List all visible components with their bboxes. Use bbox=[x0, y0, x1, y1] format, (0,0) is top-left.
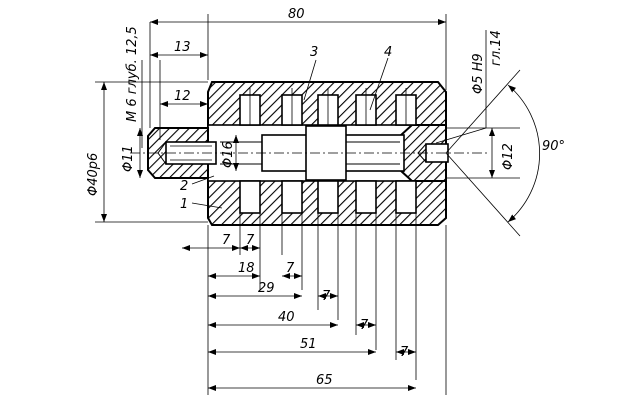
label-part-1: 1 bbox=[180, 197, 188, 212]
dim-pitch-a: 7 bbox=[222, 233, 231, 248]
dim-hole-5: Φ5 H9 bbox=[471, 53, 486, 94]
dim-thread: M 6 глуб. 12,5 bbox=[125, 26, 140, 122]
dim-pitch-f: 7 bbox=[400, 345, 409, 360]
dim-pitch-d: 7 bbox=[322, 289, 331, 304]
part-body bbox=[130, 81, 490, 226]
bottom-holes bbox=[239, 180, 417, 214]
dimension-text: 80 13 12 M 6 глуб. 12,5 Φ40p6 Φ11 Φ16 Φ1… bbox=[86, 7, 565, 388]
label-part-3: 3 bbox=[310, 45, 318, 60]
top-holes bbox=[239, 88, 417, 126]
dim-13: 13 bbox=[174, 40, 191, 55]
dim-dia-40: Φ40p6 bbox=[86, 153, 101, 196]
dim-29: 29 bbox=[258, 281, 275, 296]
dim-40: 40 bbox=[278, 310, 295, 325]
label-part-2: 2 bbox=[180, 179, 188, 194]
label-part-4: 4 bbox=[384, 45, 392, 60]
dim-hole-depth: гл.14 bbox=[489, 30, 504, 66]
dim-pitch-e: 7 bbox=[360, 318, 369, 333]
dim-dia-11: Φ11 bbox=[121, 145, 136, 172]
dim-80: 80 bbox=[288, 7, 305, 22]
dim-12: 12 bbox=[174, 89, 191, 104]
dim-pitch-c: 7 bbox=[286, 261, 295, 276]
dim-angle: 90° bbox=[542, 139, 565, 154]
dim-dia-16: Φ16 bbox=[221, 141, 236, 168]
dim-pitch-b: 7 bbox=[246, 233, 255, 248]
dimension-lines bbox=[95, 14, 541, 395]
dim-dia-12: Φ12 bbox=[501, 143, 516, 170]
dim-65: 65 bbox=[316, 373, 333, 388]
dim-51: 51 bbox=[300, 337, 317, 352]
dim-18: 18 bbox=[238, 261, 255, 276]
